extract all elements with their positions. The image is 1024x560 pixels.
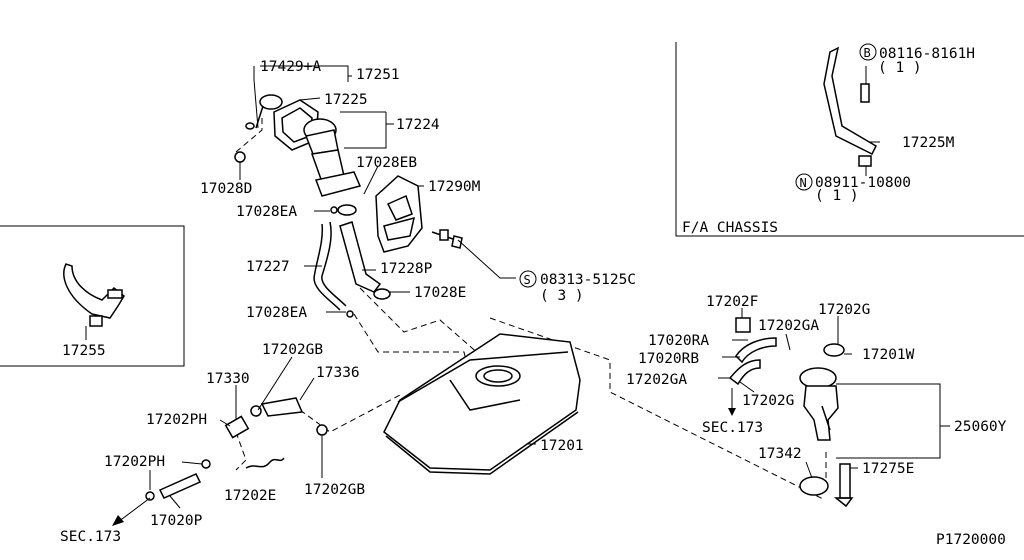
label-17202PH-1: 17202PH: [146, 412, 207, 428]
marker-n: N: [795, 173, 813, 191]
label-17020RB: 17020RB: [638, 351, 699, 367]
pump-25060Y: [803, 385, 839, 441]
label-17202G-2: 17202G: [742, 393, 794, 409]
sender-17201W: [799, 343, 845, 389]
label-08313-5125C: 08313-5125C: [540, 272, 636, 288]
clips-17202: [145, 424, 328, 501]
hose-17227: [313, 221, 347, 311]
bracket-17225M: [823, 46, 877, 167]
hoses-17020R: [728, 317, 777, 386]
leader-lines: [85, 65, 950, 509]
label-08911-qty: ( 1 ): [815, 188, 859, 204]
svg-text:B: B: [864, 46, 871, 60]
label-17202GA-1: 17202GA: [758, 318, 819, 334]
label-08116-qty: ( 1 ): [878, 60, 922, 76]
pipe-17020P: [158, 473, 202, 499]
label-17202GB-1: 17202GB: [262, 342, 323, 358]
clamp-17028EB: [337, 204, 357, 216]
label-17225: 17225: [324, 92, 368, 108]
strainer-17275E: [833, 463, 854, 508]
label-17028D: 17028D: [200, 181, 252, 197]
fuel-tank-17201: [383, 333, 581, 475]
svg-text:N: N: [800, 176, 807, 190]
label-sec173-left: SEC.173: [60, 529, 121, 545]
label-17227: 17227: [246, 259, 290, 275]
hose-17336: [250, 397, 304, 417]
label-17202GB-2: 17202GB: [304, 482, 365, 498]
label-08313-qty: ( 3 ): [540, 288, 584, 304]
label-17228P: 17228P: [380, 261, 433, 277]
label-17330: 17330: [206, 371, 250, 387]
hose-17228P: [339, 221, 382, 293]
label-17251: 17251: [356, 67, 400, 83]
label-sec173-right: SEC.173: [702, 420, 763, 436]
label-17275E: 17275E: [862, 461, 914, 477]
marker-s: S: [519, 270, 537, 288]
inset-box-fa-chassis: [675, 42, 1024, 237]
arrow-sec173-right: [728, 388, 736, 416]
label-17020RA: 17020RA: [648, 333, 709, 349]
label-17202E: 17202E: [224, 488, 276, 504]
clamp-17028E: [373, 288, 391, 300]
strap-17255: [63, 263, 125, 327]
marker-b: B: [859, 43, 877, 61]
svg-text:S: S: [524, 273, 531, 287]
clamp-17028EA: [330, 206, 354, 318]
label-17202PH-2: 17202PH: [104, 454, 165, 470]
label-17202GA-2: 17202GA: [626, 372, 687, 388]
gasket-17342: [799, 476, 829, 496]
label-17201W: 17201W: [862, 347, 915, 363]
label-17255: 17255: [62, 343, 106, 359]
label-25060Y: 25060Y: [954, 419, 1007, 435]
label-17290M: 17290M: [428, 179, 481, 195]
label-17225M: 17225M: [902, 135, 955, 151]
label-17028E: 17028E: [414, 285, 466, 301]
part-labels: 17429+A 17251 17225 17224 17028EB 17290M…: [60, 46, 1007, 548]
inset-box-17255: [0, 225, 185, 367]
bolt-08313: [431, 229, 463, 249]
label-17020P: 17020P: [150, 513, 203, 529]
label-fa-chassis: F/A CHASSIS: [682, 220, 778, 236]
label-17028EA-2: 17028EA: [246, 305, 307, 321]
filter-17330: [224, 415, 250, 439]
label-17202F: 17202F: [706, 294, 758, 310]
label-08911-10800: 08911-10800: [815, 175, 911, 191]
label-17028EB: 17028EB: [356, 155, 417, 171]
label-17336: 17336: [316, 365, 360, 381]
shield-17290M: [375, 175, 423, 253]
label-17224: 17224: [396, 117, 440, 133]
arrow-sec173-left: [112, 497, 151, 526]
label-17201: 17201: [540, 438, 584, 454]
label-17202G-1: 17202G: [818, 302, 870, 318]
label-08116-8161H: 08116-8161H: [879, 46, 975, 62]
label-17028EA-1: 17028EA: [236, 204, 297, 220]
label-17429A: 17429+A: [260, 59, 321, 75]
diagram-code: P1720000: [936, 532, 1006, 548]
label-17342: 17342: [758, 446, 802, 462]
hose-17202E: [245, 457, 285, 469]
filler-tube-17224: [234, 118, 362, 197]
filler-cap-17251: [245, 94, 283, 130]
